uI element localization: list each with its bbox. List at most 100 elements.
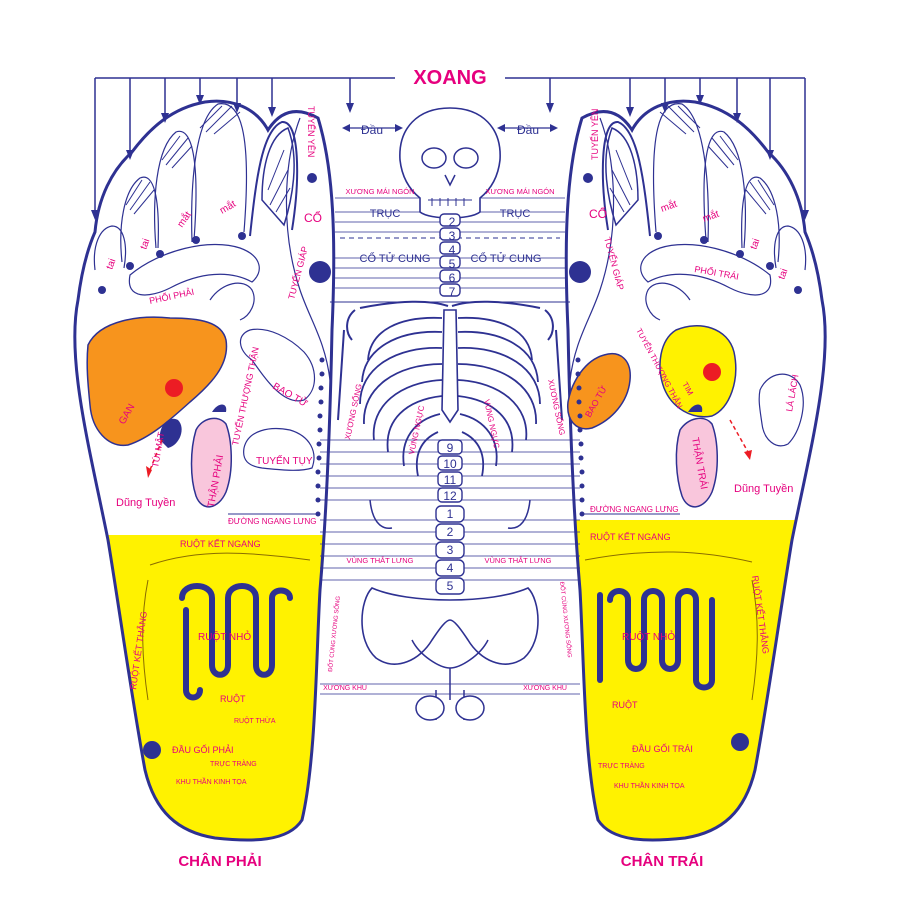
- truc-right: TRỤC: [500, 208, 531, 220]
- left-neck-label: CỔ: [589, 206, 607, 221]
- left-toe-tai-2: tai: [748, 237, 762, 251]
- right-big-toe-edge: [285, 117, 331, 381]
- vertebra-c2: 2: [449, 215, 456, 229]
- left-pituitary-label: TUYẾN YÊN: [590, 109, 600, 160]
- left-foot-intestine-zone: [566, 520, 826, 841]
- skull: [399, 107, 501, 219]
- right-lung: [128, 243, 260, 296]
- left-rectum-label: TRỰC TRÀNG: [598, 761, 645, 770]
- vertebra-t12: 12: [443, 489, 457, 503]
- right-foot: [73, 99, 336, 842]
- left-adrenal: [688, 404, 703, 412]
- co-tu-cung-right: CỔ TỬ CUNG: [471, 252, 542, 265]
- right-dung-tuyen-arrow: [149, 439, 163, 471]
- dot-cung-right: ĐỐT CÙNG XƯƠNG SỐNG: [558, 581, 573, 658]
- head-right-label: Đầu: [517, 123, 539, 137]
- vertebra-c4: 4: [449, 243, 456, 257]
- right-toe-tai-2: tai: [138, 237, 152, 251]
- right-foot-caption: CHÂN PHẢI: [178, 852, 261, 870]
- vertebra-t10: 10: [443, 457, 457, 471]
- head-left-label: Đầu: [361, 123, 383, 137]
- left-intestine-label: RUỘT: [612, 700, 638, 710]
- pancreas: [243, 427, 315, 471]
- right-adrenal-label: TUYẾN THƯỢNG THẬN: [230, 346, 261, 446]
- left-kidney: [675, 417, 719, 508]
- vertebra-t9: 9: [447, 441, 454, 455]
- vung-nguc-left: VÙNG NGỰC: [407, 404, 426, 455]
- right-transverse-colon-label: RUỘT KẾT NGANG: [180, 539, 261, 549]
- right-small-intestine: [179, 583, 293, 678]
- left-dung-tuyen-label: Dũng Tuyền: [734, 483, 793, 495]
- left-small-intestine-label: RUỘT NHỎ: [622, 630, 675, 643]
- right-toes: [93, 103, 299, 271]
- vertebra-l2: 2: [447, 525, 454, 539]
- left-toe-tai-1: tai: [776, 267, 790, 281]
- xuong-khu-left: XƯƠNG KHU: [323, 685, 367, 692]
- left-waistline-label: ĐƯỜNG NGANG LƯNG: [590, 505, 679, 514]
- vertebra-l4: 4: [447, 561, 454, 575]
- left-dung-tuyen-arrow: [729, 419, 749, 453]
- clavicles: [359, 300, 541, 309]
- left-foot-outline: [564, 99, 827, 842]
- sinus-arrows: [94, 77, 806, 215]
- vung-nguc-right: VÙNG NGỰC: [482, 399, 501, 450]
- spleen: [758, 373, 804, 447]
- right-bronchi: [209, 282, 255, 321]
- co-tu-cung-left: CỔ TỬ CUNG: [360, 252, 431, 265]
- right-thyroid-point: [309, 261, 331, 283]
- ribs: [359, 316, 541, 477]
- center-skeleton: [315, 107, 585, 721]
- gallbladder: [159, 418, 182, 448]
- xuong-song-right: XƯƠNG SỐNG: [546, 378, 568, 436]
- left-transverse-colon: [584, 551, 753, 563]
- xuong-mai-ngon-left: XƯƠNG MÁI NGÓN: [345, 187, 414, 196]
- right-dung-tuyen-label: Dũng Tuyền: [116, 497, 175, 509]
- left-thyroid-label: TUYẾN GIÁP: [602, 236, 626, 291]
- right-toe-hatching: [125, 105, 241, 215]
- heart: [659, 325, 737, 418]
- vertebra-l3: 3: [447, 543, 454, 557]
- right-intestine-label: RUỘT: [220, 694, 246, 704]
- right-foot-outline: [73, 99, 336, 842]
- left-toe-hatching: [659, 105, 775, 215]
- right-toe-tai-1: tai: [104, 257, 118, 271]
- right-thyroid-label: TUYẾN GIÁP: [286, 245, 310, 300]
- right-kidney: [190, 417, 233, 508]
- truc-left: TRỤC: [370, 208, 401, 220]
- left-bronchi: [645, 282, 691, 321]
- right-knee-point: [143, 741, 161, 759]
- left-big-toe-edge: [569, 117, 615, 381]
- right-small-intestine-label: RUỘT NHỎ: [198, 630, 251, 643]
- vertebra-c5: 5: [449, 257, 456, 271]
- left-toe-mat-1: mắt: [701, 207, 721, 225]
- vung-that-lung-right: VÙNG THẮT LƯNG: [485, 556, 552, 565]
- pelvis: [361, 587, 539, 665]
- right-adrenal: [212, 404, 227, 412]
- appendix-label: RUỘT THỪA: [234, 716, 276, 725]
- left-small-intestine: [607, 588, 715, 691]
- dot-cung-left: ĐỐT CÙNG XƯƠNG SỐNG: [327, 595, 342, 672]
- right-pituitary-label: TUYẾN YÊN: [306, 106, 316, 157]
- right-stomach: [239, 328, 316, 402]
- xuong-khu-right: XƯƠNG KHU: [523, 685, 567, 692]
- liver: [86, 316, 228, 446]
- vertebra-l5: 5: [447, 579, 454, 593]
- spine: [435, 213, 465, 595]
- left-toe-mat-2: mắt: [659, 197, 679, 215]
- vertebra-c6: 6: [449, 271, 456, 285]
- gallbladder-label: TÚI MẬT: [150, 431, 166, 469]
- xuong-mai-ngon-right: XƯƠNG MÁI NGÓN: [485, 187, 554, 196]
- left-thyroid-point: [569, 261, 591, 283]
- vertebra-t11: 11: [444, 473, 457, 487]
- left-foot-caption: CHÂN TRÁI: [621, 852, 704, 870]
- right-toe-mat-2: mắt: [217, 197, 238, 217]
- left-transverse-colon-label: RUỘT KẾT NGANG: [590, 532, 671, 542]
- vertebra-c7: 7: [449, 285, 456, 299]
- right-rectum-label: TRỰC TRÀNG: [210, 759, 257, 768]
- sinus-label: XOANG: [413, 67, 486, 89]
- left-sciatic-label: KHU THẦN KINH TỌA: [614, 780, 685, 790]
- right-transverse-colon: [149, 552, 311, 566]
- right-neck-label: CỔ: [304, 210, 322, 225]
- liver-red-point: [165, 379, 183, 397]
